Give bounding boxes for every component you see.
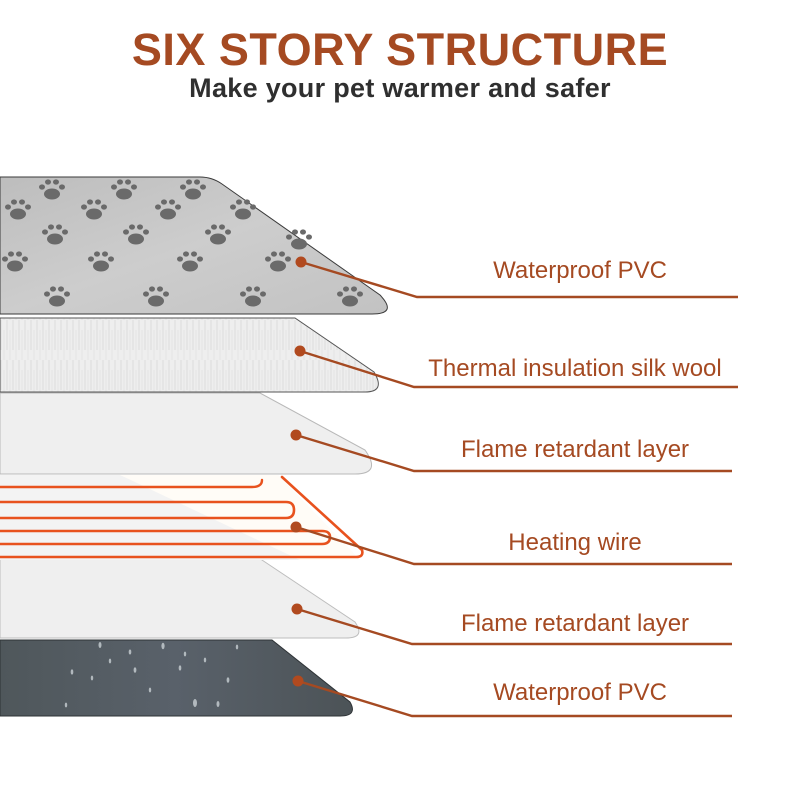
callout-line-waterproof-pvc-bottom — [297, 679, 732, 718]
water-droplets-icon — [64, 642, 239, 708]
layer-waterproof-pvc-bottom — [0, 639, 353, 717]
layer-thermal-insulation-silk-wool — [0, 317, 379, 393]
callout-line-thermal-insulation-silk-wool — [299, 349, 738, 389]
layer-waterproof-pvc-top — [0, 176, 388, 315]
callout-line-waterproof-pvc-top — [300, 260, 738, 299]
layer-flame-retardant-bottom — [0, 551, 360, 639]
callout-line-flame-retardant-bottom — [296, 607, 732, 646]
layer-flame-retardant-top — [0, 392, 373, 475]
callout-dot-flame-retardant-bottom — [291, 603, 303, 615]
callout-dot-waterproof-pvc-top — [295, 256, 307, 268]
page-title: SIX STORY STRUCTURE — [131, 24, 669, 75]
label-waterproof-pvc-top: Waterproof PVC — [493, 257, 667, 284]
callout-dot-thermal-insulation-silk-wool — [294, 345, 306, 357]
label-waterproof-pvc-bottom: Waterproof PVC — [493, 679, 667, 706]
layer-heating-wire — [0, 475, 364, 560]
page-subtitle: Make your pet warmer and safer — [189, 73, 611, 103]
label-flame-retardant-bottom: Flame retardant layer — [460, 610, 690, 637]
callout-dot-heating-wire — [290, 521, 302, 533]
callout-dot-waterproof-pvc-bottom — [292, 675, 304, 687]
callout-dot-flame-retardant-top — [290, 429, 302, 441]
label-heating-wire: Heating wire — [508, 529, 642, 556]
label-thermal-insulation-silk-wool: Thermal insulation silk wool — [428, 355, 722, 382]
label-flame-retardant-top: Flame retardant layer — [460, 436, 690, 463]
callout-line-flame-retardant-top — [295, 433, 732, 473]
callout-line-heating-wire — [295, 525, 732, 566]
